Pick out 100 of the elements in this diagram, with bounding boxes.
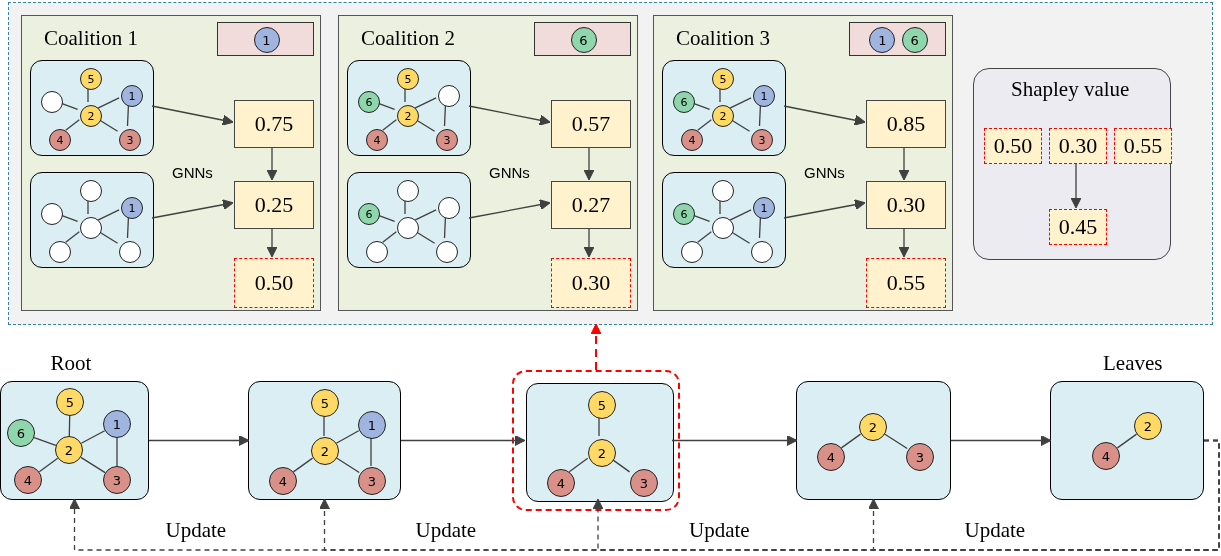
numbered-node-circle: 6: [358, 203, 380, 225]
graph-edge-line: [382, 119, 397, 131]
arrow: [266, 145, 278, 181]
arrow: [783, 199, 866, 219]
coalition-panel: [21, 15, 321, 311]
graph-panel: [796, 381, 951, 500]
empty-node-circle: [436, 241, 458, 263]
arrow: [148, 435, 250, 446]
graph-edge-line: [38, 457, 59, 473]
empty-node-circle: [712, 180, 734, 202]
graph-edge-line: [729, 97, 752, 109]
numbered-node-circle: 6: [673, 91, 695, 113]
empty-node-circle: [41, 203, 63, 225]
graph-edge-line: [697, 231, 712, 243]
arrow: [783, 105, 866, 126]
score-box: 0.85: [866, 100, 946, 148]
graph-edge-line: [97, 209, 120, 221]
numbered-node-circle: 2: [397, 105, 419, 127]
graph-edge-line: [382, 231, 397, 243]
dashed-arrow: [69, 439, 1220, 551]
graph-panel: [662, 172, 786, 268]
numbered-node-circle: 1: [753, 85, 775, 107]
arrow: [898, 226, 910, 258]
score-box: 0.45: [1049, 209, 1107, 245]
score-box: 0.25: [234, 181, 314, 229]
numbered-node-circle: 2: [859, 413, 887, 441]
graph-edge-line: [80, 430, 106, 444]
arrow: [1070, 161, 1082, 209]
numbered-node-circle: 1: [358, 411, 386, 439]
graph-edge-line: [568, 457, 589, 473]
graph-edge-line: [65, 119, 80, 131]
numbered-node-circle: 1: [121, 197, 143, 219]
arrow: [468, 199, 551, 219]
empty-node-circle: [712, 217, 734, 239]
numbered-node-circle: 1: [869, 27, 896, 53]
numbered-node-circle: 5: [80, 68, 102, 90]
numbered-node-circle: 4: [49, 129, 71, 151]
score-box: 0.55: [866, 258, 946, 308]
arrow: [266, 226, 278, 258]
arrow: [950, 435, 1052, 446]
selection-frame: [512, 370, 680, 511]
numbered-node-circle: 2: [80, 105, 102, 127]
graph-edge-line: [65, 231, 80, 243]
graph-edge-line: [68, 415, 71, 437]
panel-title: Coalition 1: [44, 26, 138, 51]
coalition-panel: [338, 15, 638, 311]
empty-node-circle: [49, 241, 71, 263]
empty-node-circle: [681, 241, 703, 263]
dashed-panel: [8, 2, 1213, 325]
graph-panel: [248, 381, 401, 500]
model-label: GNNs: [172, 164, 213, 181]
score-box: 0.50: [984, 128, 1042, 164]
panel-title: Shapley value: [1011, 77, 1130, 102]
numbered-node-circle: 3: [751, 129, 773, 151]
score-box: 0.30: [551, 258, 631, 308]
graph-panel: [347, 172, 471, 268]
score-box: 0.27: [551, 181, 631, 229]
graph-edge-line: [335, 456, 360, 474]
numbered-node-circle: 4: [269, 467, 297, 495]
empty-node-circle: [438, 197, 460, 219]
numbered-node-circle: 4: [366, 129, 388, 151]
arrow: [583, 226, 595, 258]
numbered-node-circle: 5: [712, 68, 734, 90]
numbered-node-circle: 2: [588, 439, 616, 467]
numbered-node-circle: 1: [121, 85, 143, 107]
graph-panel: [347, 60, 471, 156]
empty-node-circle: [397, 180, 419, 202]
score-box: 0.57: [551, 100, 631, 148]
score-box: 0.50: [234, 258, 314, 308]
empty-node-circle: [751, 241, 773, 263]
numbered-node-circle: 5: [311, 389, 339, 417]
numbered-node-circle: 5: [588, 391, 616, 419]
numbered-node-circle: 6: [358, 91, 380, 113]
model-label: GNNs: [489, 164, 530, 181]
member-box: [534, 22, 631, 56]
panel-title: Coalition 3: [676, 26, 770, 51]
model-label: GNNs: [804, 164, 845, 181]
graph-edge-line: [335, 430, 360, 444]
arrow: [468, 105, 551, 126]
heading: Leaves: [1103, 351, 1163, 376]
numbered-node-circle: 1: [753, 197, 775, 219]
arrow: [151, 105, 234, 126]
graph-edge-line: [414, 97, 437, 109]
graph-edge-line: [116, 437, 118, 467]
numbered-node-circle: 6: [570, 27, 597, 53]
heading: Root: [50, 351, 92, 376]
arrow: [151, 199, 234, 219]
graph-edge-line: [97, 97, 120, 109]
graph-edge-line: [80, 456, 106, 474]
numbered-node-circle: 4: [547, 469, 575, 497]
score-box: 0.30: [866, 181, 946, 229]
graph-panel: [30, 172, 154, 268]
graph-edge-line: [33, 437, 57, 446]
arrow: [671, 435, 798, 446]
numbered-node-circle: 3: [119, 129, 141, 151]
dashed-arrow: [590, 323, 602, 371]
shapley-panel: [973, 68, 1171, 260]
numbered-node-circle: 4: [681, 129, 703, 151]
numbered-node-circle: 6: [673, 203, 695, 225]
empty-node-circle: [80, 180, 102, 202]
